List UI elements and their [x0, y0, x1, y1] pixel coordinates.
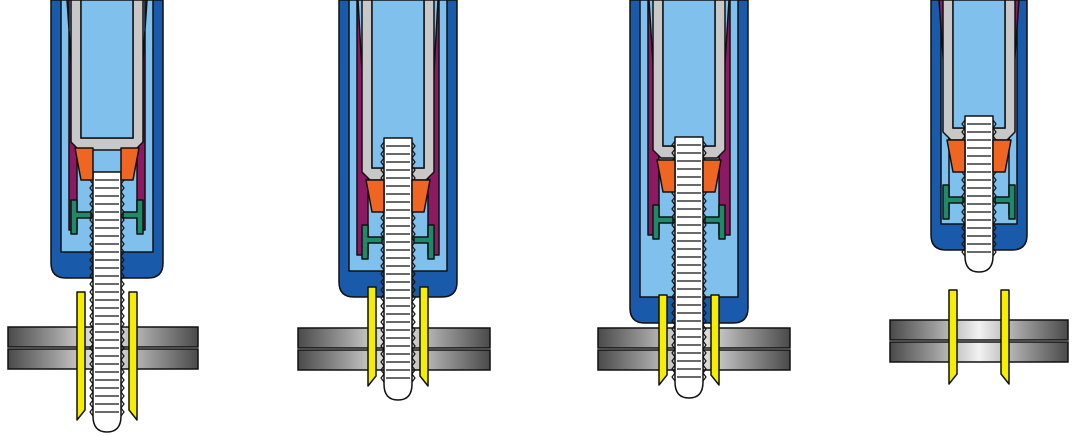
release-right: [122, 199, 144, 235]
jaw-right: [120, 147, 140, 181]
jaw-left: [74, 147, 94, 181]
release-right: [704, 204, 726, 240]
upper-plate: [889, 319, 1069, 341]
release-right: [413, 224, 435, 260]
jaw-right: [702, 159, 722, 193]
lockbolt-pin: [674, 136, 704, 399]
collar-right: [1000, 289, 1010, 385]
release-left: [652, 204, 674, 240]
collar-right: [710, 294, 720, 386]
collar-left: [948, 289, 958, 385]
jaw-right: [411, 179, 431, 213]
lockbolt-pin: [383, 137, 413, 401]
stage-4: [889, 0, 1069, 385]
release-left: [942, 184, 964, 220]
lockbolt-pin: [964, 115, 994, 273]
jaw-right: [992, 139, 1012, 173]
release-right: [994, 184, 1016, 220]
collar-left: [76, 291, 86, 421]
stage-2: [297, 0, 491, 401]
stage-3: [597, 0, 791, 399]
collar-left: [367, 286, 377, 387]
collar-left: [658, 294, 668, 386]
lockbolt-pin: [92, 171, 122, 433]
pin-threads: [961, 119, 997, 257]
chuck-bore: [662, 0, 716, 147]
jaw-left: [365, 179, 385, 213]
collar-right: [419, 286, 429, 387]
collar-right: [128, 291, 138, 421]
release-left: [361, 224, 383, 260]
jaw-left: [946, 139, 966, 173]
jaw-left: [656, 159, 676, 193]
pin-threads: [380, 141, 416, 383]
chuck-bore: [80, 0, 134, 139]
lower-plate: [889, 341, 1069, 363]
stage-1: [7, 0, 199, 433]
chuck-bore: [952, 0, 1006, 129]
release-left: [70, 199, 92, 235]
